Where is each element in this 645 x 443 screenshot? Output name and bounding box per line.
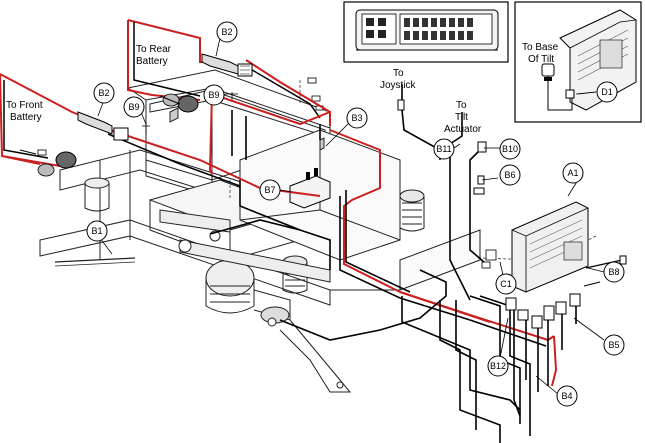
label-to-tilt-actuator-line2: Tilt <box>455 112 468 123</box>
svg-text:B4: B4 <box>561 391 572 401</box>
label-to-front-battery-line1: To Front <box>6 100 43 111</box>
label-to-front-battery-line2: Battery <box>10 112 42 123</box>
bolt-b8 <box>583 255 627 287</box>
svg-text:B12: B12 <box>490 361 506 371</box>
callout-b4: B4 <box>556 385 578 407</box>
label-to-joystick-line2: Joystick <box>380 80 417 91</box>
svg-text:B9: B9 <box>128 102 139 112</box>
svg-text:B5: B5 <box>608 340 619 350</box>
callout-b7: B7 <box>259 179 281 201</box>
svg-text:D1: D1 <box>601 87 613 97</box>
label-to-base-of-tilt-line1: To Base <box>522 42 559 53</box>
svg-text:B10: B10 <box>502 144 518 154</box>
label-to-tilt-actuator-line3: Actuator <box>444 124 482 135</box>
callout-c1: C1 <box>495 273 517 295</box>
callout-b12: B12 <box>487 355 509 377</box>
inset-controller-connector <box>343 1 509 63</box>
callout-b8: B8 <box>603 261 625 283</box>
svg-text:B2: B2 <box>221 27 232 37</box>
callout-b9-front: B9 <box>123 96 145 118</box>
callout-b9-rear: B9 <box>203 84 225 106</box>
svg-text:B1: B1 <box>91 226 102 236</box>
controller-connectors <box>397 99 581 329</box>
callout-b2-front: B2 <box>93 82 115 104</box>
label-to-tilt-actuator-line1: To <box>456 100 467 111</box>
svg-text:B8: B8 <box>608 267 619 277</box>
callout-b10: B10 <box>499 138 521 160</box>
label-to-base-of-tilt-line2: Of Tilt <box>528 54 554 65</box>
svg-text:B9: B9 <box>208 90 219 100</box>
callout-d1: D1 <box>596 81 618 103</box>
callout-b5: B5 <box>603 334 625 356</box>
label-to-rear-battery-line2: Battery <box>136 56 168 67</box>
svg-text:B11: B11 <box>436 144 451 154</box>
callouts: B2 B2 B9 B9 B3 B7 B1 B11 B10 B6 A1 B8 C1… <box>86 21 625 407</box>
front-battery-connector <box>19 111 129 177</box>
svg-text:B2: B2 <box>98 88 109 98</box>
label-to-rear-battery-line1: To Rear <box>136 44 172 55</box>
controller-a1 <box>481 201 589 293</box>
chassis-frame <box>39 69 597 393</box>
svg-text:B3: B3 <box>351 113 362 123</box>
callout-b1: B1 <box>86 220 108 242</box>
callout-b6: B6 <box>499 164 521 186</box>
rear-battery-connector <box>159 53 253 113</box>
callout-a1: A1 <box>562 162 584 184</box>
svg-text:B7: B7 <box>264 185 275 195</box>
callout-b2-rear: B2 <box>216 21 238 43</box>
module-b7 <box>289 168 331 209</box>
label-to-joystick-line1: To <box>393 68 404 79</box>
inset-tilt-controller: To Base Of Tilt <box>514 1 642 123</box>
location-labels: To Rear Battery To Front Battery To Joys… <box>6 44 482 135</box>
svg-text:A1: A1 <box>567 168 578 178</box>
svg-text:B6: B6 <box>504 170 515 180</box>
svg-text:C1: C1 <box>500 279 512 289</box>
callout-b11: B11 <box>433 138 455 160</box>
callout-b3: B3 <box>346 107 368 129</box>
